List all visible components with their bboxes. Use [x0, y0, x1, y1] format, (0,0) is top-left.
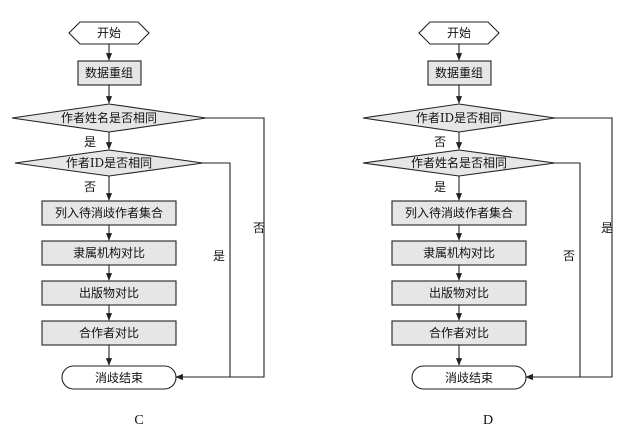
c-start-node: 开始 [68, 21, 150, 45]
c-affiliation-node: 隶属机构对比 [41, 240, 177, 266]
d-edge-name-yes: 是 [434, 180, 446, 194]
c-edge-id-no: 否 [84, 180, 96, 194]
diagram-d: 开始 数据重组 作者ID是否相同 否 是 作者姓名是否相同 是 否 列入待消 [362, 21, 613, 428]
c-start-label: 开始 [97, 26, 121, 40]
c-regroup-node: 数据重组 [77, 60, 142, 86]
c-publication-node: 出版物对比 [41, 280, 177, 306]
c-regroup-label: 数据重组 [85, 65, 133, 80]
c-publication-label: 出版物对比 [79, 286, 139, 300]
c-end-label: 消歧结束 [95, 371, 143, 385]
c-edge-name-no: 否 [253, 221, 265, 235]
c-decision-id-label: 作者ID是否相同 [66, 156, 152, 170]
c-affiliation-label: 隶属机构对比 [73, 245, 145, 260]
d-start-label: 开始 [447, 26, 471, 40]
c-list-label: 列入待消歧作者集合 [55, 205, 163, 220]
c-end-node: 消歧结束 [61, 365, 177, 390]
d-regroup-label: 数据重组 [435, 65, 483, 80]
d-publication-node: 出版物对比 [391, 280, 527, 306]
d-list-label: 列入待消歧作者集合 [405, 205, 513, 220]
d-decision-id: 作者ID是否相同 [362, 103, 556, 133]
d-affiliation-label: 隶属机构对比 [423, 245, 495, 260]
d-coauthor-node: 合作者对比 [391, 320, 527, 346]
c-decision-name: 作者姓名是否相同 [11, 103, 207, 133]
d-edge-id-no: 否 [434, 135, 446, 149]
d-panel-label: D [483, 413, 493, 428]
d-affiliation-node: 隶属机构对比 [391, 240, 527, 266]
d-decision-name-label: 作者姓名是否相同 [411, 155, 507, 170]
d-edge-id-yes: 是 [601, 221, 613, 235]
d-decision-id-label: 作者ID是否相同 [416, 111, 502, 125]
d-list-node: 列入待消歧作者集合 [391, 200, 527, 226]
d-end-label: 消歧结束 [445, 371, 493, 385]
d-publication-label: 出版物对比 [429, 286, 489, 300]
d-regroup-node: 数据重组 [427, 60, 492, 86]
d-start-node: 开始 [418, 21, 500, 45]
diagram-c: 开始 数据重组 作者姓名是否相同 是 否 作者ID是否相同 否 是 列入待消 [11, 21, 265, 428]
c-decision-name-label: 作者姓名是否相同 [61, 110, 157, 125]
c-decision-id: 作者ID是否相同 [14, 149, 204, 177]
c-coauthor-label: 合作者对比 [79, 325, 139, 340]
d-end-node: 消歧结束 [411, 365, 527, 390]
c-edge-name-yes: 是 [84, 135, 96, 149]
c-edge-id-yes: 是 [213, 249, 225, 263]
d-edge-name-no: 否 [563, 249, 575, 263]
c-coauthor-node: 合作者对比 [41, 320, 177, 346]
d-coauthor-label: 合作者对比 [429, 325, 489, 340]
d-decision-name: 作者姓名是否相同 [362, 149, 556, 177]
c-list-node: 列入待消歧作者集合 [41, 200, 177, 226]
c-panel-label: C [134, 413, 143, 428]
